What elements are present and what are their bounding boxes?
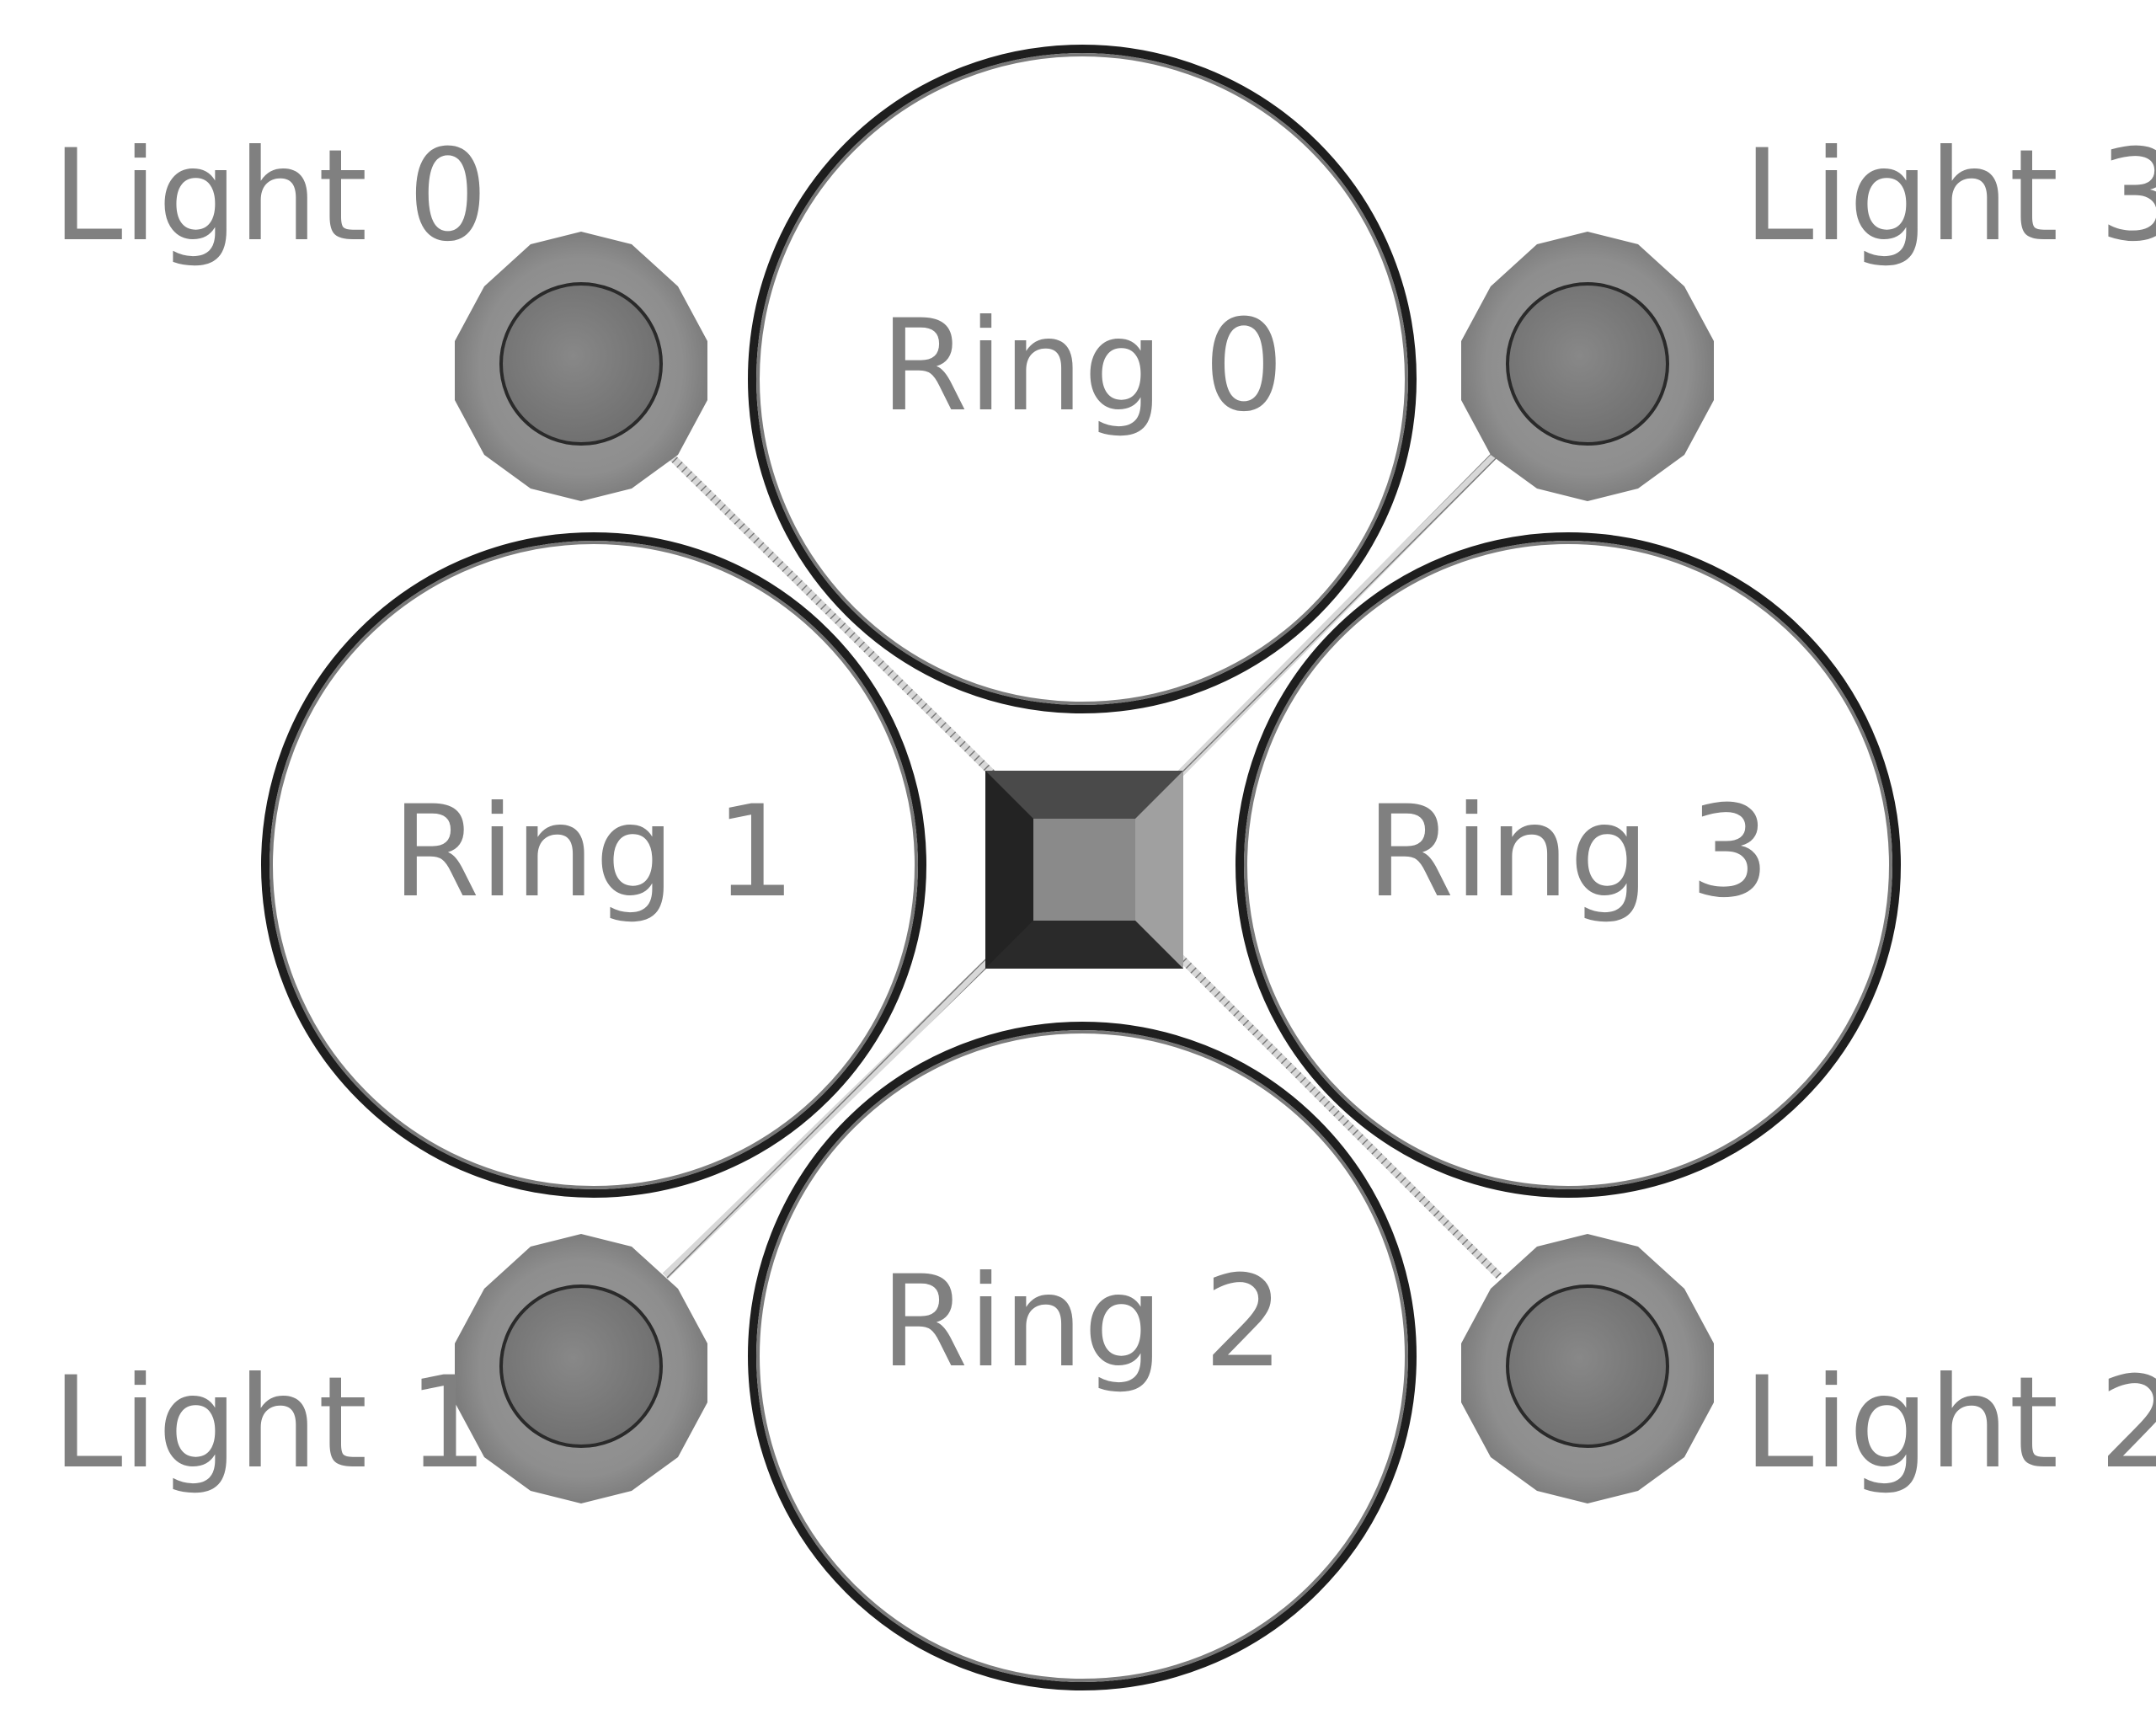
cable-light2 [1176, 953, 1502, 1279]
ring-highlight [756, 1030, 1408, 1682]
light-lens-icon [499, 1284, 663, 1448]
light-light3: Light 3 [1461, 123, 2156, 501]
light-label: Light 1 [52, 1350, 488, 1497]
light-label: Light 0 [52, 123, 488, 270]
ring-circle [261, 532, 926, 1198]
cable-light3 [1176, 447, 1502, 778]
ring-highlight [270, 541, 918, 1189]
cable-light1 [662, 953, 997, 1279]
ring-label: Ring 1 [392, 779, 795, 926]
ring-label: Ring 2 [880, 1249, 1283, 1396]
ring-circle [748, 45, 1417, 713]
cables [662, 447, 1502, 1279]
light-label: Light 3 [1743, 123, 2156, 270]
light-light2: Light 2 [1461, 1234, 2156, 1503]
light-lens-icon [499, 282, 663, 446]
ring-ring3: Ring 3 [1235, 532, 1901, 1198]
ring-label: Ring 3 [1366, 779, 1769, 926]
light-light0: Light 0 [52, 123, 707, 501]
light-lens-icon [1506, 1284, 1669, 1448]
light-label: Light 2 [1743, 1350, 2156, 1497]
cable-light0 [662, 447, 997, 778]
center-square-icon [985, 771, 1183, 969]
ring-highlight [756, 53, 1408, 705]
ring-label: Ring 0 [880, 293, 1283, 440]
light-lens-icon [1506, 282, 1669, 446]
ring-ring2: Ring 2 [748, 1022, 1417, 1690]
ring-ring0: Ring 0 [748, 45, 1417, 713]
ring-circle [1235, 532, 1901, 1198]
ring-circle [748, 1022, 1417, 1690]
ring-ring1: Ring 1 [261, 532, 926, 1198]
light-light1: Light 1 [52, 1234, 707, 1503]
ring-highlight [1244, 541, 1892, 1189]
